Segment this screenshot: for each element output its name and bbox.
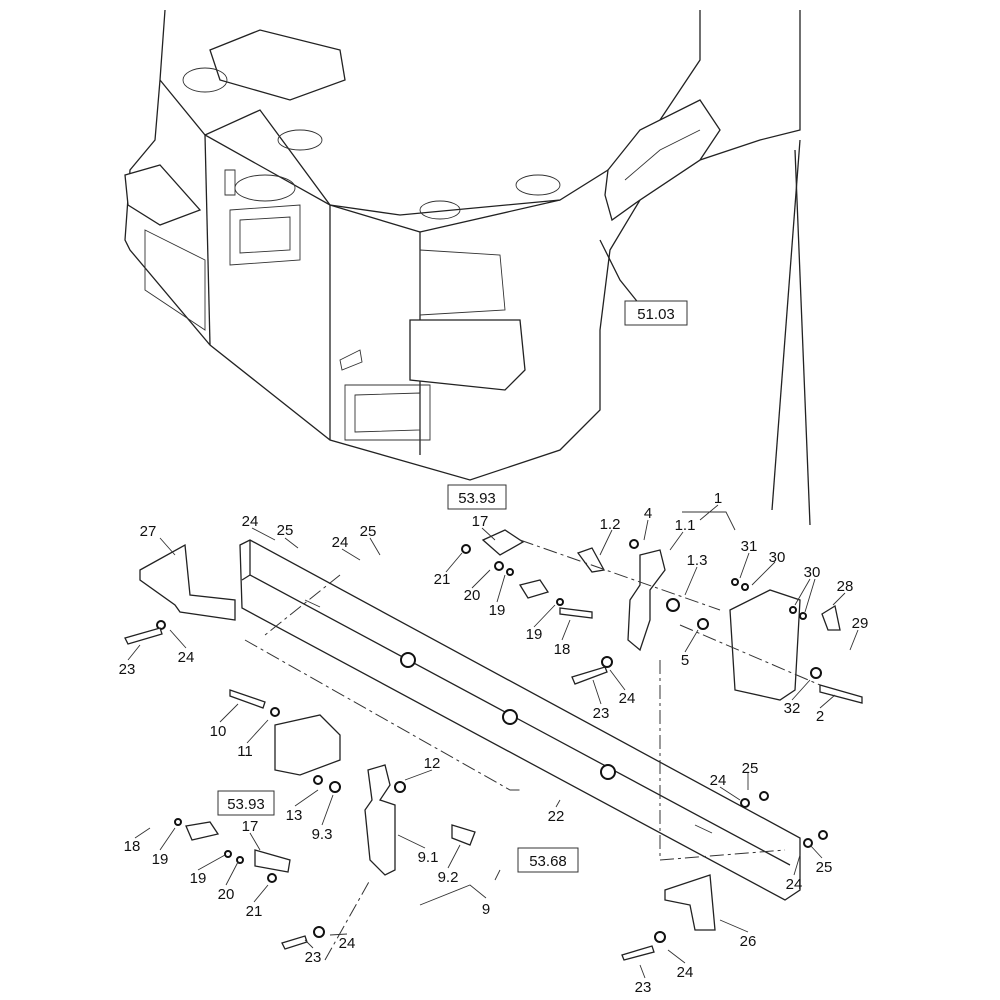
corner-plate-27 (139, 543, 236, 621)
callout: 24 (619, 690, 636, 707)
callout: 23 (635, 979, 652, 996)
reference-box-53-93-bottom[interactable]: 53.93 (217, 790, 275, 816)
callout: 30 (804, 564, 821, 581)
callout: 25 (816, 859, 833, 876)
callout: 24 (677, 964, 694, 981)
callout: 19 (190, 870, 207, 887)
callouts-bottom: 10 11 12 13 9.3 9.1 9.2 9 22 25 24 25 24… (124, 723, 833, 996)
callout: 17 (242, 818, 259, 835)
callout: 19 (489, 602, 506, 619)
callout: 28 (837, 578, 854, 595)
callout: 19 (152, 851, 169, 868)
callout: 23 (119, 661, 136, 678)
callout: 24 (786, 876, 803, 893)
callout: 4 (644, 505, 652, 522)
reference-box-51-03[interactable]: 51.03 (624, 300, 688, 326)
callout: 17 (472, 513, 489, 530)
svg-text:53.93: 53.93 (227, 796, 265, 813)
callout: 13 (286, 807, 303, 824)
callout: 1.3 (687, 552, 708, 569)
reference-box-53-93-top[interactable]: 53.93 (447, 484, 507, 510)
callout: 27 (140, 523, 157, 540)
callout: 25 (742, 760, 759, 777)
callout: 20 (218, 886, 235, 903)
svg-text:51.03: 51.03 (637, 306, 675, 323)
callout: 22 (548, 808, 565, 825)
upper-bracket-assembly (124, 529, 863, 704)
callout: 19 (526, 626, 543, 643)
callout: 9.1 (418, 849, 439, 866)
callouts-top: 25 24 27 24 25 17 1.2 4 1.1 1 1.3 31 30 … (119, 490, 869, 725)
callout: 32 (784, 700, 801, 717)
callout: 31 (741, 538, 758, 555)
callout: 20 (464, 587, 481, 604)
callout: 18 (554, 641, 571, 658)
machine-frame (124, 9, 811, 526)
callout: 25 (277, 522, 294, 539)
reference-box-53-68[interactable]: 53.68 (517, 847, 579, 873)
svg-text:53.68: 53.68 (529, 853, 567, 870)
callout: 29 (852, 615, 869, 632)
leader-lines (127, 504, 859, 979)
callout: 1 (714, 490, 722, 507)
callout: 24 (242, 513, 259, 530)
svg-text:53.93: 53.93 (458, 490, 496, 507)
alignment-lines (244, 539, 821, 961)
callout: 1.1 (675, 517, 696, 534)
corner-plate-26 (664, 874, 716, 931)
callout: 26 (740, 933, 757, 950)
callout: 24 (332, 534, 349, 551)
callout: 5 (681, 652, 689, 669)
callout: 24 (710, 772, 727, 789)
callout: 21 (434, 571, 451, 588)
callout: 9.3 (312, 826, 333, 843)
callout: 1.2 (600, 516, 621, 533)
callout: 24 (178, 649, 195, 666)
callout: 9.2 (438, 869, 459, 886)
callout: 2 (816, 708, 824, 725)
callout: 9 (482, 901, 490, 918)
callout: 30 (769, 549, 786, 566)
callout: 23 (305, 949, 322, 966)
callout: 18 (124, 838, 141, 855)
callout: 23 (593, 705, 610, 722)
callout: 21 (246, 903, 263, 920)
callout: 25 (360, 523, 377, 540)
callout: 12 (424, 755, 441, 772)
callout: 11 (237, 743, 253, 760)
callout: 24 (339, 935, 356, 952)
callout: 10 (210, 723, 227, 740)
